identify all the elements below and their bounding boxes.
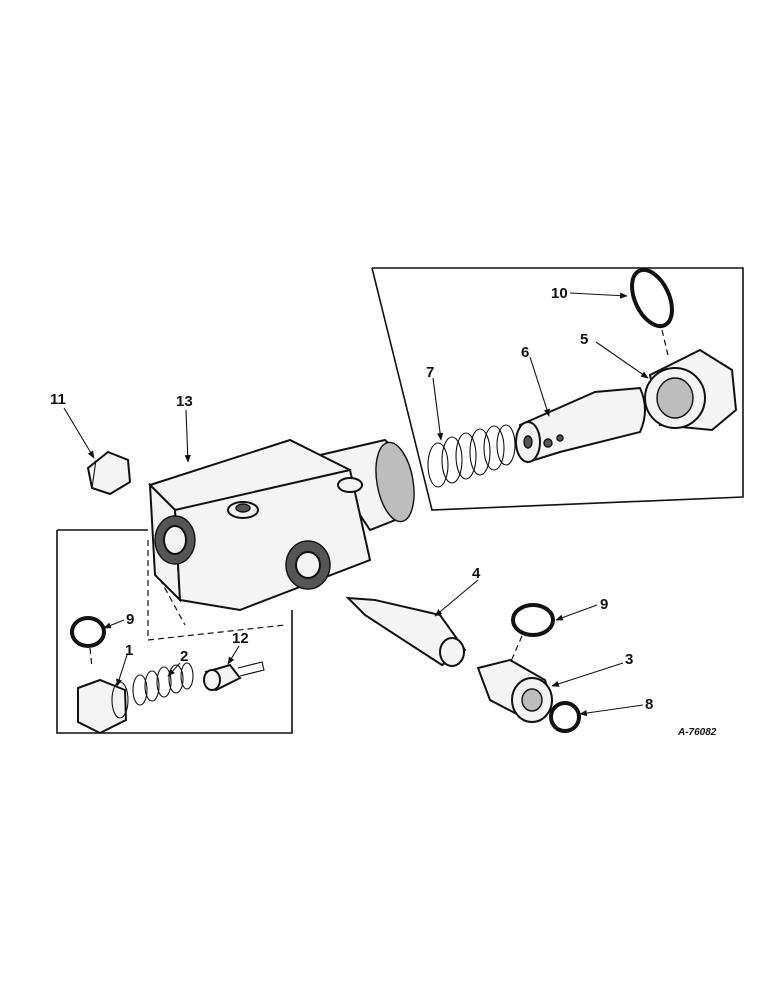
o-ring-part-9-left [70, 616, 106, 669]
plug-part-1 [77, 678, 129, 735]
callout-2: 2 [180, 648, 188, 665]
plug-part-11 [86, 450, 132, 496]
fitting-part-3 [476, 658, 554, 724]
o-ring-part-9-right [507, 603, 555, 669]
callout-10: 10 [551, 285, 568, 302]
reference-code: A-76082 [677, 727, 717, 738]
spring-part-7 [427, 424, 516, 488]
callout-7: 7 [426, 364, 434, 381]
spring-part-2 [132, 662, 194, 706]
callout-13: 13 [176, 393, 193, 410]
callout-8: 8 [645, 696, 653, 713]
pin-part-12 [203, 661, 265, 692]
leader-lines [63, 292, 649, 717]
callout-5: 5 [580, 331, 588, 348]
valve-body-part-13 [148, 438, 415, 612]
callout-12: 12 [232, 630, 249, 647]
callout-labels: 10 5 6 7 11 13 4 9 3 8 9 1 2 12 A-76082 [50, 285, 717, 738]
plunger-part-4 [345, 596, 467, 667]
o-ring-part-10 [630, 267, 674, 356]
callout-11: 11 [50, 391, 66, 408]
callout-9-left: 9 [126, 611, 134, 628]
callout-4: 4 [472, 565, 481, 582]
callout-1: 1 [125, 642, 133, 659]
callout-3: 3 [625, 651, 633, 668]
upper-inset-frame [371, 267, 744, 511]
callout-6: 6 [521, 344, 529, 361]
spool-part-6 [515, 386, 646, 464]
callout-9-right: 9 [600, 596, 608, 613]
fitting-part-5 [644, 348, 738, 432]
washer-part-8 [549, 701, 581, 733]
